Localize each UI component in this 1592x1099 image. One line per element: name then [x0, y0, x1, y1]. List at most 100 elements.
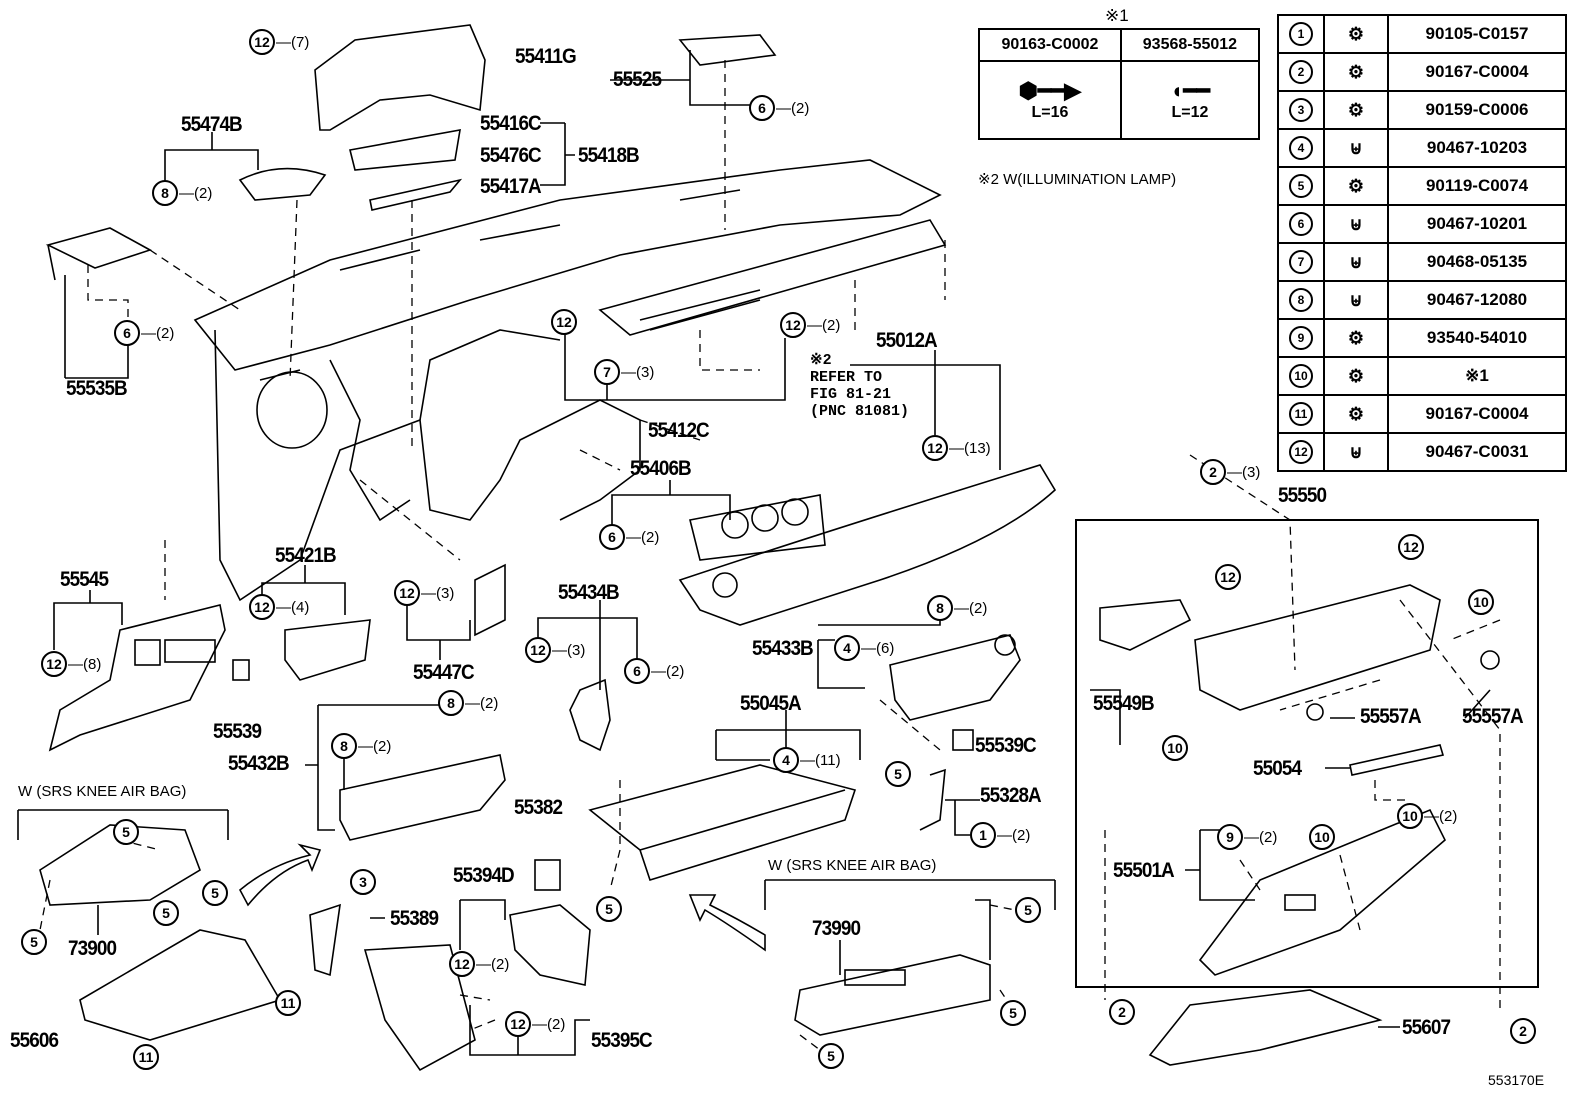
fastener-row: 12 ⊎ 90467-C0031	[1277, 432, 1567, 472]
fastener-part-number: 93540-54010	[1387, 318, 1567, 358]
fastener-number: 10	[1289, 364, 1313, 388]
refer-line-3: (PNC 81081)	[810, 403, 910, 420]
callout-number: 4	[834, 635, 860, 661]
part-label-55539C: 55539C	[975, 734, 1037, 757]
fastener-number-cell: 12	[1277, 432, 1325, 472]
fastener-number-cell: 9	[1277, 318, 1325, 358]
fastener-number-cell: 1	[1277, 14, 1325, 54]
fastener-icon-cell: ⚙	[1323, 394, 1389, 434]
srs-knee-airbag-note: W (SRS KNEE AIR BAG)	[18, 783, 187, 800]
callout: 5	[596, 896, 622, 922]
fastener-number: 6	[1289, 212, 1313, 236]
part-label-55476C: 55476C	[480, 144, 542, 167]
fastener-row: 4 ⊎ 90467-10203	[1277, 128, 1567, 168]
callout-number: 8	[927, 595, 953, 621]
callout: 10	[1309, 824, 1335, 850]
fastener-row: 1 ⚙ 90105-C0157	[1277, 14, 1567, 54]
fastener-row: 3 ⚙ 90159-C0006	[1277, 90, 1567, 130]
callout: 6(2)	[599, 524, 659, 550]
callout-quantity: (2)	[1244, 829, 1277, 846]
callout-number: 12	[505, 1011, 531, 1037]
screw-icon: ⚙	[1347, 365, 1365, 386]
part-label-55406B: 55406B	[630, 457, 692, 480]
callout-quantity: (3)	[421, 585, 454, 602]
callout: 11	[275, 990, 301, 1016]
callout-number: 2	[1510, 1018, 1536, 1044]
clip-icon: ⊎	[1349, 441, 1363, 462]
length-1: L=16	[1031, 104, 1069, 121]
callout: 12(8)	[41, 651, 101, 677]
screw-icon: ⚙	[1347, 23, 1365, 44]
special-col-2: 93568-55012	[1119, 28, 1261, 62]
callout: 8(2)	[927, 595, 987, 621]
callout-quantity: (2)	[476, 956, 509, 973]
screw-icon: ⚙	[1347, 327, 1365, 348]
part-label-55434B: 55434B	[558, 581, 620, 604]
callout-number: 12	[1215, 564, 1241, 590]
callout: 6(2)	[624, 658, 684, 684]
fastener-icon-cell: ⊎	[1323, 242, 1389, 282]
callout: 7(3)	[594, 359, 654, 385]
fastener-number-cell: 4	[1277, 128, 1325, 168]
fastener-number: 1	[1289, 22, 1313, 46]
callout-number: 11	[133, 1044, 159, 1070]
callout: 3	[350, 869, 376, 895]
callout-number: 10	[1162, 735, 1188, 761]
part-label-55606: 55606	[10, 1029, 59, 1052]
callout: 4(11)	[773, 747, 841, 773]
fastener-icon-cell: ⊎	[1323, 280, 1389, 320]
callout-quantity: (2)	[776, 100, 809, 117]
callout-quantity: (2)	[651, 663, 684, 680]
screw-icon: ⚙	[1347, 61, 1365, 82]
fastener-part-number: 90159-C0006	[1387, 90, 1567, 130]
fastener-row: 10 ⚙ ※1	[1277, 356, 1567, 396]
instrument-panel-outline	[193, 159, 942, 371]
clip-icon: ⊎	[1349, 251, 1363, 272]
glove-box-group-frame	[1075, 519, 1539, 988]
illumination-note: ※2 W(ILLUMINATION LAMP)	[978, 171, 1177, 188]
fastener-number: 11	[1289, 402, 1313, 426]
part-label-55539: 55539	[213, 720, 262, 743]
fastener-part-number: 90468-05135	[1387, 242, 1567, 282]
fastener-icon-cell: ⚙	[1323, 90, 1389, 130]
callout-number: 5	[153, 900, 179, 926]
callout-quantity: (2)	[997, 827, 1030, 844]
callout-number: 6	[114, 320, 140, 346]
callout-number: 5	[113, 819, 139, 845]
callout-quantity: (13)	[949, 440, 991, 457]
callout-number: 5	[202, 880, 228, 906]
fastener-number: 7	[1289, 250, 1313, 274]
fastener-number-cell: 7	[1277, 242, 1325, 282]
part-label-55535B: 55535B	[66, 377, 128, 400]
callout-quantity: (2)	[626, 529, 659, 546]
fastener-icon-cell: ⊎	[1323, 128, 1389, 168]
callout-quantity: (2)	[358, 738, 391, 755]
part-label-55433B: 55433B	[752, 637, 814, 660]
part-label-55394D: 55394D	[453, 864, 515, 887]
part-label-55418B: 55418B	[578, 144, 640, 167]
callout: 2(3)	[1200, 459, 1260, 485]
part-label-55447C: 55447C	[413, 661, 475, 684]
part-label-55421B: 55421B	[275, 544, 337, 567]
callout-number: 5	[885, 761, 911, 787]
callout-quantity: (3)	[552, 642, 585, 659]
part-label-55550: 55550	[1278, 484, 1327, 507]
callout: 10	[1162, 735, 1188, 761]
callout: 12(3)	[394, 580, 454, 606]
callout: 11	[133, 1044, 159, 1070]
fastener-part-number: 90105-C0157	[1387, 14, 1567, 54]
callout: 8(2)	[331, 733, 391, 759]
part-label-55328A: 55328A	[980, 784, 1042, 807]
callout-quantity: (2)	[1424, 808, 1457, 825]
callout: 2	[1109, 999, 1135, 1025]
part-label-73900: 73900	[68, 937, 117, 960]
part-label-55382: 55382	[514, 796, 563, 819]
callout-number: 12	[41, 651, 67, 677]
part-label-55501A: 55501A	[1113, 859, 1175, 882]
callout-number: 12	[525, 637, 551, 663]
callout: 5	[1015, 897, 1041, 923]
fastener-icon-cell: ⚙	[1323, 52, 1389, 92]
fastener-icon-cell: ⚙	[1323, 356, 1389, 396]
